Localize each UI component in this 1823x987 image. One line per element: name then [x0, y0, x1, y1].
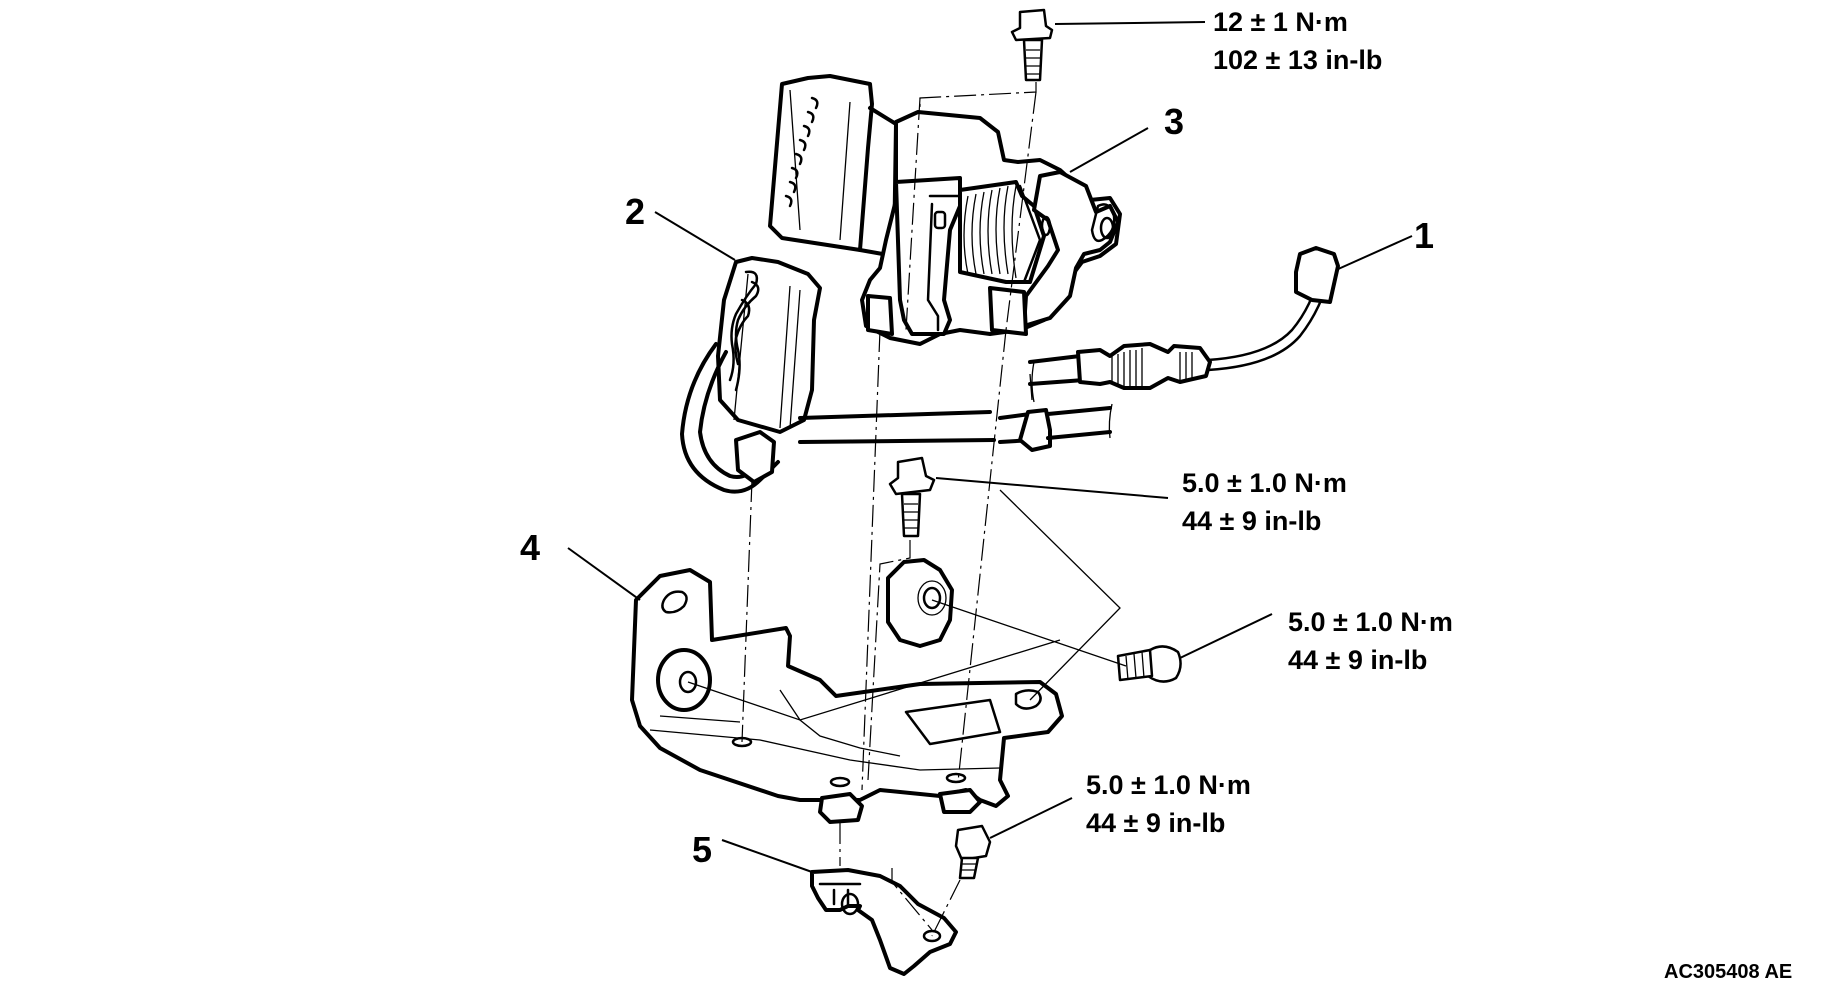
callout-1: 1: [1414, 215, 1435, 256]
torque-metric: 5.0 ± 1.0 N·m: [1182, 468, 1347, 498]
torque-spec-top-bolt: 12 ± 1 N·m 102 ± 13 in-lb: [1213, 3, 1382, 79]
torque-metric: 5.0 ± 1.0 N·m: [1086, 770, 1251, 800]
leader-callout-5: [721, 839, 813, 873]
leader-callout-2: [654, 211, 736, 261]
leader-torque-2: [935, 477, 1169, 499]
callout-2: 2: [625, 191, 646, 232]
torque-spec-side-bolt: 5.0 ± 1.0 N·m 44 ± 9 in-lb: [1288, 603, 1453, 679]
leader-torque-1: [1054, 21, 1206, 25]
alignment-lines: [687, 82, 1127, 937]
lower-bolt: [954, 824, 992, 880]
bracket: [630, 558, 1064, 824]
torque-spec-middle-bolt: 5.0 ± 1.0 N·m 44 ± 9 in-lb: [1182, 464, 1347, 540]
cable-bracket: [810, 868, 958, 976]
middle-bolt: [888, 456, 936, 538]
harness-connector: [680, 256, 822, 494]
throttle-body: [768, 74, 1122, 346]
top-bolt: [1010, 8, 1054, 82]
side-bolt: [1116, 645, 1182, 683]
leader-callout-1: [1335, 235, 1413, 271]
torque-imperial: 44 ± 9 in-lb: [1288, 645, 1428, 675]
torque-metric: 12 ± 1 N·m: [1213, 7, 1348, 37]
figure-id-label: AC305408 AE: [1664, 961, 1793, 983]
callout-4: 4: [520, 527, 541, 568]
torque-imperial: 44 ± 9 in-lb: [1086, 808, 1226, 838]
leader-callout-3: [1069, 127, 1149, 173]
torque-metric: 5.0 ± 1.0 N·m: [1288, 607, 1453, 637]
callout-3: 3: [1164, 101, 1185, 142]
leader-torque-4: [989, 797, 1073, 839]
torque-imperial: 102 ± 13 in-lb: [1213, 45, 1383, 75]
leader-callout-4: [567, 547, 641, 601]
torque-spec-lower-bolt: 5.0 ± 1.0 N·m 44 ± 9 in-lb: [1086, 766, 1251, 842]
callout-5: 5: [692, 829, 713, 870]
accelerator-cable: [798, 246, 1340, 452]
torque-imperial: 44 ± 9 in-lb: [1182, 506, 1322, 536]
leader-torque-3: [1179, 613, 1273, 659]
